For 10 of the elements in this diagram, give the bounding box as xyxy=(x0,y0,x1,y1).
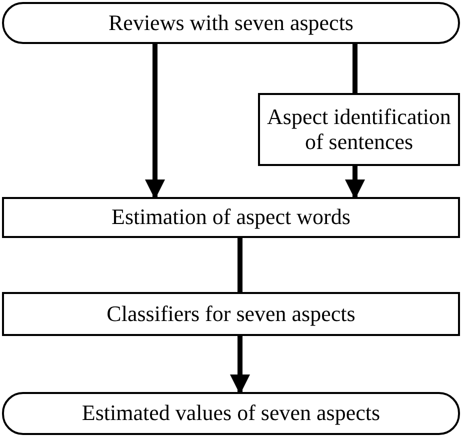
process-box: Estimation of aspect words xyxy=(2,197,460,238)
process-box: Classifiers for seven aspects xyxy=(2,292,460,336)
arrow xyxy=(145,44,165,200)
connector-line xyxy=(352,44,358,93)
terminal-box: Estimated values of seven aspects xyxy=(2,392,460,435)
process-box: Aspect identification of sentences xyxy=(258,93,460,166)
terminal-box: Reviews with seven aspects xyxy=(2,2,460,44)
connector-line xyxy=(238,238,242,292)
arrow xyxy=(230,336,250,394)
arrow xyxy=(345,166,365,200)
